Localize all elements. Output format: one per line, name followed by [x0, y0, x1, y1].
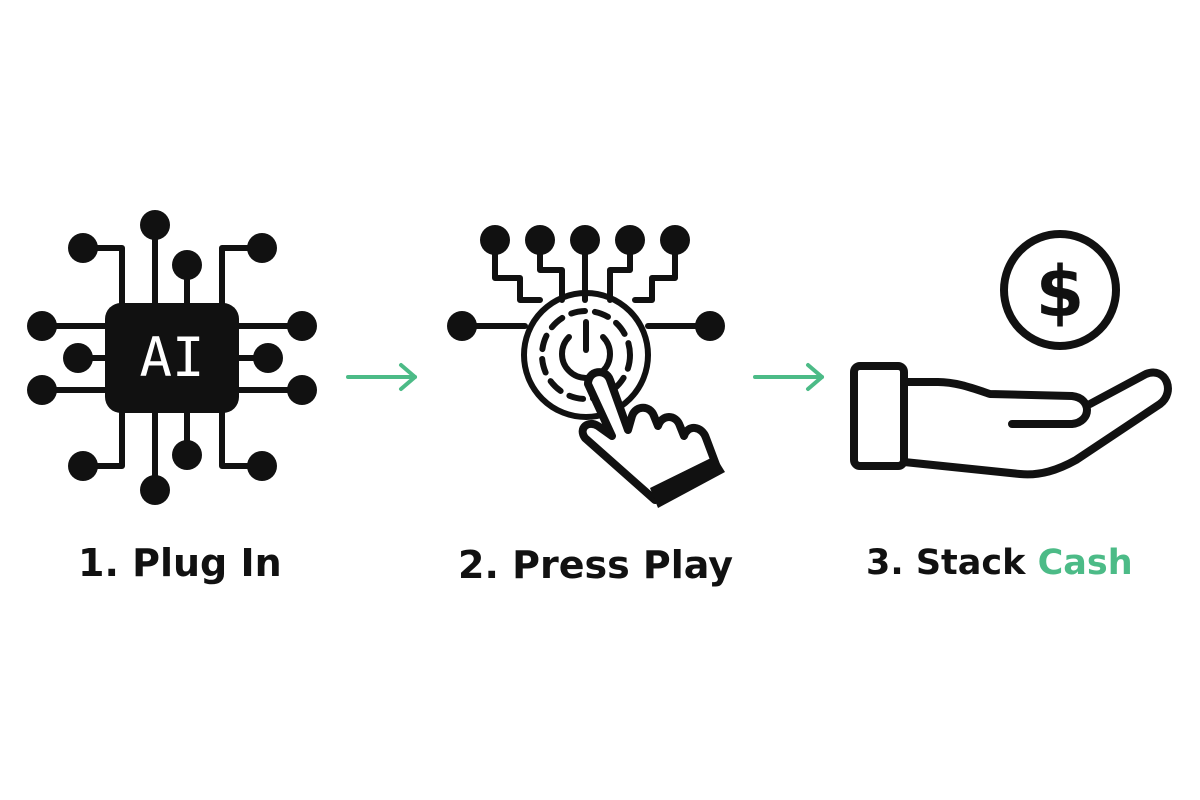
arrow-right-icon — [753, 363, 824, 391]
ai-chip-icon: AI — [27, 210, 317, 505]
dollar-coin-icon — [1000, 230, 1120, 350]
arrow-right-icon — [346, 363, 417, 391]
coin-symbol: $ — [1036, 251, 1085, 333]
step-3-label-accent: Cash — [1037, 543, 1133, 583]
step-3-label: 3. Stack Cash — [866, 546, 1133, 581]
step-1-label: 1. Plug In — [78, 541, 282, 585]
step-3-label-prefix: 3. Stack — [866, 543, 1038, 583]
hand-receiving-dollar-coin-icon: $ — [850, 230, 1172, 479]
step-2-label: 2. Press Play — [458, 543, 734, 587]
power-button-press-icon — [447, 225, 725, 508]
chip-label: AI — [139, 326, 204, 389]
